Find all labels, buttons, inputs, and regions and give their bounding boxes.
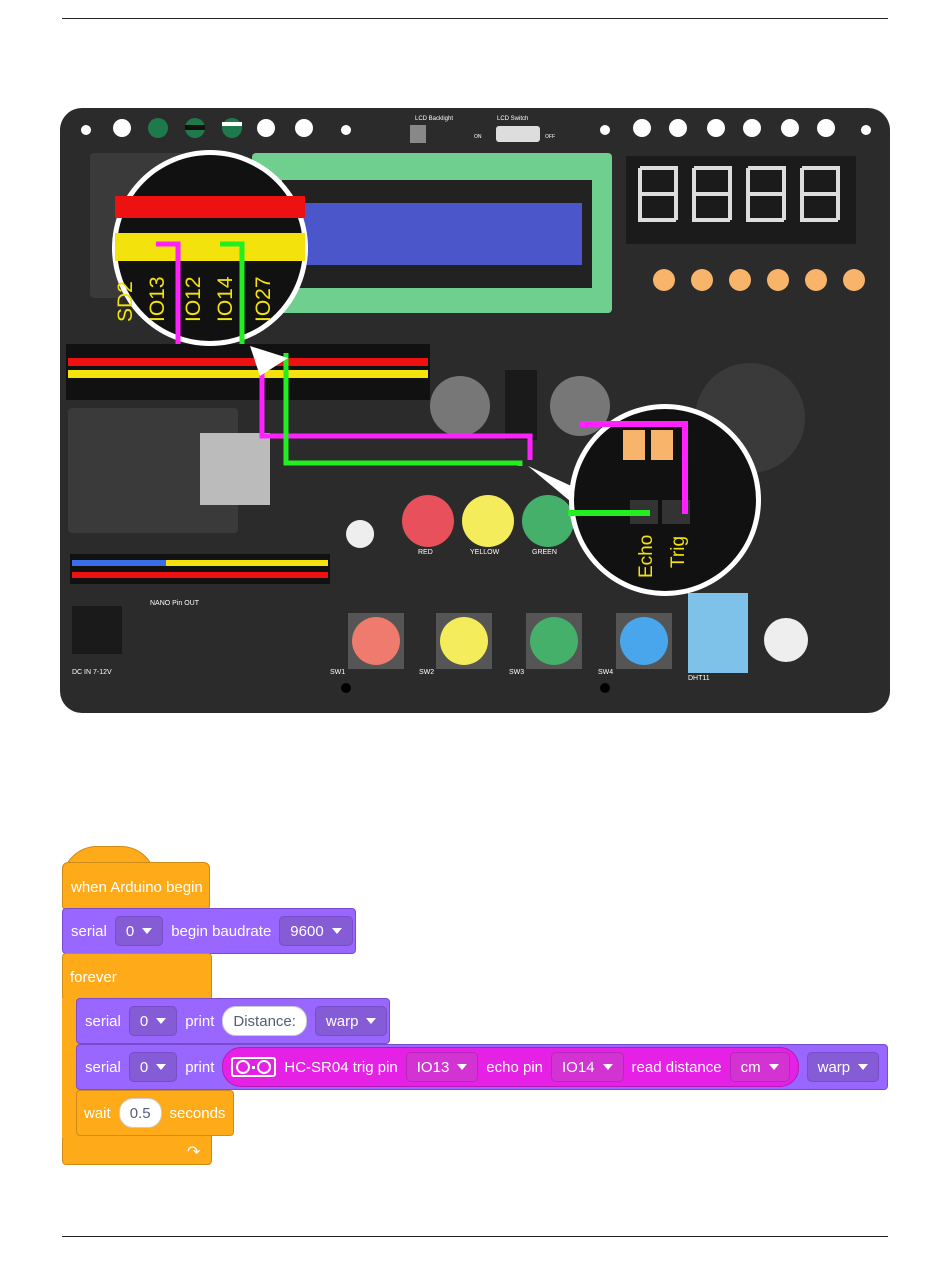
serial-label: serial: [85, 1012, 121, 1030]
ultrasonic-sensor-icon: [231, 1057, 277, 1077]
push-buttons: [348, 613, 672, 669]
bottom-rule: [62, 1236, 888, 1237]
wait-label: wait: [84, 1104, 111, 1122]
sensor-label: HC-SR04 trig pin: [284, 1058, 398, 1076]
green-led: [522, 495, 574, 547]
nano-header: [70, 554, 330, 584]
serial-print-distance-block[interactable]: serial 0 print Distance: warp: [76, 998, 390, 1044]
chevron-down-icon: [142, 928, 153, 934]
serial-port-dropdown[interactable]: 0: [114, 916, 164, 946]
backlight-connector: [410, 125, 426, 143]
read-distance-label: read distance: [631, 1058, 722, 1076]
top-rule: [62, 18, 888, 19]
print-label: print: [185, 1012, 215, 1030]
hc-sr04-block[interactable]: HC-SR04 trig pin IO13 echo pin IO14 read…: [222, 1047, 799, 1087]
echo-pin-dropdown[interactable]: IO14: [551, 1052, 624, 1082]
forever-label: forever: [70, 969, 117, 986]
serial-label: serial: [71, 922, 107, 940]
wire-trig: [259, 353, 533, 460]
magnifier-top-left: SD2 IO13 IO12 IO14 IO27: [112, 150, 308, 376]
off-label: OFF: [545, 134, 555, 140]
pin-label-sd2: SD2: [114, 281, 137, 322]
begin-baudrate-label: begin baudrate: [171, 922, 272, 940]
serial-begin-block[interactable]: serial 0 begin baudrate 9600: [62, 908, 356, 954]
unit-dropdown[interactable]: cm: [729, 1052, 790, 1082]
dc-jack: [72, 606, 122, 654]
echo-pin-label: echo pin: [486, 1058, 544, 1076]
sw1-label: SW1: [330, 669, 345, 676]
nano-row-yellow: [166, 560, 328, 566]
mounting-holes: [81, 119, 871, 137]
nano-row-red: [72, 572, 328, 578]
red-label: RED: [418, 549, 433, 556]
trig-pin-dropdown[interactable]: IO13: [405, 1052, 479, 1082]
esp32-board: [68, 408, 238, 533]
magnifier-right: Echo Trig: [528, 404, 761, 596]
seven-segment-digits: [638, 166, 840, 222]
serial-port-dropdown[interactable]: 0: [128, 1006, 178, 1036]
pin-label-trig: Trig: [668, 536, 689, 568]
smd-led-row: [653, 269, 865, 291]
dht11-sensor: [688, 593, 748, 673]
ultrasonic-transducer-left: [430, 376, 490, 436]
chevron-down-icon: [858, 1064, 869, 1070]
pin-label-io12: IO12: [182, 276, 205, 322]
seven-segment-display: [626, 156, 856, 244]
wire-echo: [283, 353, 523, 466]
lcd-screen: [292, 203, 582, 265]
yellow-led: [462, 495, 514, 547]
wait-block[interactable]: wait 0.5 seconds: [76, 1090, 234, 1136]
header-row-red: [68, 358, 428, 366]
lcd-switch: [496, 126, 540, 142]
esp32-module: [200, 433, 270, 505]
hat-label: when Arduino begin: [71, 879, 203, 896]
warp-dropdown[interactable]: warp: [806, 1052, 880, 1082]
sw2-label: SW2: [419, 669, 434, 676]
pin-label-io13: IO13: [146, 276, 169, 322]
chevron-down-icon: [768, 1064, 779, 1070]
loop-arrow-icon: ↷: [187, 1144, 201, 1161]
chevron-down-icon: [366, 1018, 377, 1024]
forever-inner-left: [62, 998, 78, 1138]
dc-label: DC IN 7-12V: [72, 669, 112, 676]
serial-label: serial: [85, 1058, 121, 1076]
warp-dropdown[interactable]: warp: [314, 1006, 388, 1036]
nano-label: NANO Pin OUT: [150, 600, 200, 607]
pin-label-echo: Echo: [636, 535, 657, 578]
when-arduino-begin-block[interactable]: when Arduino begin: [62, 862, 210, 910]
chevron-down-icon: [331, 928, 342, 934]
chevron-down-icon: [602, 1064, 613, 1070]
lcd-backlight-label: LCD Backlight: [415, 116, 453, 122]
seconds-label: seconds: [169, 1104, 226, 1122]
dht11-label: DHT11: [688, 675, 710, 682]
print-label: print: [185, 1058, 215, 1076]
chevron-down-icon: [457, 1064, 468, 1070]
pin-label-io27: IO27: [252, 276, 275, 322]
ir-receiver: [764, 618, 808, 662]
chevron-down-icon: [156, 1064, 167, 1070]
chevron-down-icon: [156, 1018, 167, 1024]
wait-seconds-input[interactable]: 0.5: [118, 1098, 162, 1128]
header-row-yellow: [68, 370, 428, 378]
green-label: GREEN: [532, 549, 557, 556]
distance-text-input[interactable]: Distance:: [222, 1006, 307, 1036]
baudrate-dropdown[interactable]: 9600: [279, 916, 353, 946]
lcd-switch-label: LCD Switch: [497, 116, 528, 122]
photoresistor: [346, 520, 375, 548]
nano-row-blue: [72, 560, 166, 566]
pin-label-io14: IO14: [214, 276, 237, 322]
red-led: [402, 495, 454, 547]
top-sensor-knobs: [148, 118, 242, 138]
yellow-label: YELLOW: [470, 549, 500, 556]
on-label: ON: [474, 134, 482, 140]
serial-print-sensor-block[interactable]: serial 0 print HC-SR04 trig pin IO13 ech…: [76, 1044, 888, 1090]
serial-port-dropdown[interactable]: 0: [128, 1052, 178, 1082]
board-illustration: LCD Backlight LCD Switch ON OFF RED YELL…: [60, 108, 890, 713]
ultrasonic-chip: [505, 370, 537, 440]
sw4-label: SW4: [598, 669, 613, 676]
sw3-label: SW3: [509, 669, 524, 676]
